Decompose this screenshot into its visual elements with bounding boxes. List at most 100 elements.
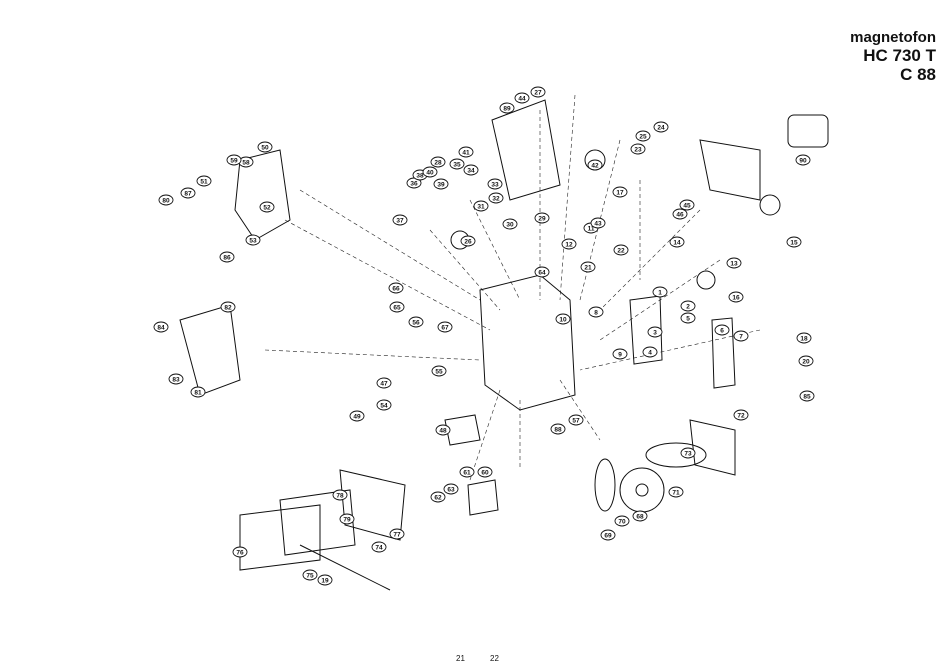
callout-number: 42 [591,163,599,170]
callout-balloon [680,447,696,459]
callout-balloon [680,312,696,324]
callout-balloon [376,399,392,411]
mechanical-parts [179,99,829,591]
callout-72: 72 [733,409,749,421]
callout-87: 87 [180,187,196,199]
callout-number: 73 [684,451,692,458]
callout-54: 54 [376,399,392,411]
callout-number: 29 [538,216,546,223]
callout-balloon [388,282,404,294]
callout-80: 80 [158,194,174,206]
callout-number: 6 [720,328,724,335]
callout-number: 31 [477,204,485,211]
callout-number: 55 [435,369,443,376]
callout-number: 71 [672,490,680,497]
callout-balloon [408,316,424,328]
callout-number: 30 [506,222,514,229]
callout-3: 3 [647,326,663,338]
callout-balloon [422,166,438,178]
callout-number: 26 [464,239,472,246]
callout-number: 56 [412,320,420,327]
callout-27: 27 [530,86,546,98]
side-bracket [179,304,241,396]
leader-lines [264,94,761,481]
callout-balloon [798,355,814,367]
callout-70: 70 [614,515,630,527]
callout-balloon [795,154,811,166]
leader-line [559,379,601,441]
callout-number: 90 [799,158,807,165]
callout-balloon [435,424,451,436]
callout-85: 85 [799,390,815,402]
callout-number: 44 [518,96,526,103]
callout-78: 78 [332,489,348,501]
callout-balloon [555,313,571,325]
callout-number: 18 [800,336,808,343]
callout-balloon [679,199,695,211]
callout-number: 21 [584,265,592,272]
callout-balloon [733,409,749,421]
callout-number: 79 [343,517,351,524]
callout-number: 9 [618,352,622,359]
callout-balloon [499,102,515,114]
callout-33: 33 [487,178,503,190]
callout-balloon [257,141,273,153]
callout-balloon [669,236,685,248]
callout-number: 82 [224,305,232,312]
callout-balloon [153,321,169,333]
callout-balloon [726,257,742,269]
leader-line [599,209,701,311]
callout-balloon [190,386,206,398]
callout-83: 83 [168,373,184,385]
callout-number: 16 [732,295,740,302]
callout-52: 52 [259,201,275,213]
callout-balloon [430,156,446,168]
callout-47: 47 [376,377,392,389]
callout-number: 10 [559,317,567,324]
callout-number: 40 [426,170,434,177]
callout-balloon [632,510,648,522]
leader-line [429,229,501,311]
callout-79: 79 [339,513,355,525]
callout-35: 35 [449,158,465,170]
callout-number: 24 [657,125,665,132]
callout-number: 35 [453,162,461,169]
callout-balloon [449,158,465,170]
callout-balloon [502,218,518,230]
callout-balloon [349,410,365,422]
callout-balloon [459,466,475,478]
callout-number: 23 [634,147,642,154]
chassis-plate [479,274,576,411]
callout-number: 53 [249,238,257,245]
callout-number: 63 [447,487,455,494]
callout-48: 48 [435,424,451,436]
callout-19: 19 [317,574,333,586]
push-rod [299,544,391,591]
callout-number: 1 [658,290,662,297]
callout-balloon [430,491,446,503]
callout-23: 23 [630,143,646,155]
callout-balloon [612,186,628,198]
callout-number: 64 [538,270,546,277]
callout-balloon [680,300,696,312]
callout-balloon [728,291,744,303]
callout-balloon [158,194,174,206]
callout-number: 32 [492,196,500,203]
callout-number: 70 [618,519,626,526]
callout-balloon [614,515,630,527]
callout-balloon [389,301,405,313]
callout-number: 80 [162,198,170,205]
callout-number: 61 [463,470,471,477]
callout-60: 60 [477,466,493,478]
callout-84: 84 [153,321,169,333]
callout-balloon [550,423,566,435]
callout-balloon [376,377,392,389]
callout-number: 72 [737,413,745,420]
callout-10: 10 [555,313,571,325]
callout-22: 22 [613,244,629,256]
callout-balloon [477,466,493,478]
callout-balloon [796,332,812,344]
callout-31: 31 [473,200,489,212]
callout-balloon [389,528,405,540]
callout-24: 24 [653,121,669,133]
